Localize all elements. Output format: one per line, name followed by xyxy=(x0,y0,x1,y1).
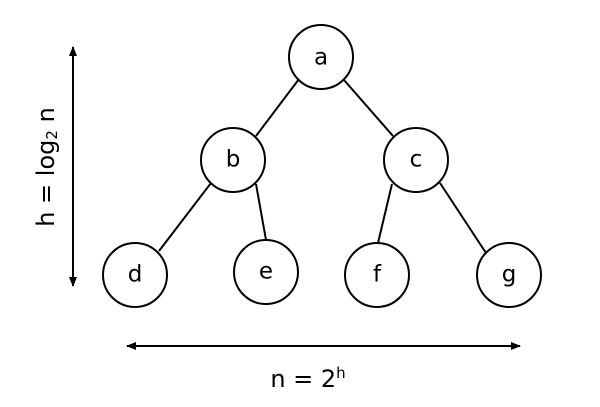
edge-a-c xyxy=(343,79,394,137)
edge-b-d xyxy=(158,182,212,252)
node-label-a: a xyxy=(314,45,328,71)
width-label-prefix: n = 2 xyxy=(270,365,336,393)
node-circle xyxy=(233,239,299,305)
width-label: n = 2h xyxy=(270,364,345,393)
node-label-d: d xyxy=(128,262,143,288)
tree-node-c: c xyxy=(383,127,449,193)
height-label: h = log2 n xyxy=(32,107,61,227)
height-label-prefix: h = log xyxy=(32,140,60,227)
node-label-e: e xyxy=(259,259,273,285)
edge-b-e xyxy=(255,183,267,241)
tree-node-f: f xyxy=(344,242,410,308)
node-circle xyxy=(102,242,168,308)
height-label-subscript: 2 xyxy=(43,130,61,140)
node-circle xyxy=(476,242,542,308)
node-label-b: b xyxy=(226,147,241,173)
edge-c-f xyxy=(377,183,393,244)
tree-edges xyxy=(158,78,487,254)
node-label-g: g xyxy=(502,262,517,288)
height-label-suffix: n xyxy=(32,107,60,130)
node-circle xyxy=(288,24,354,90)
tree-node-e: e xyxy=(233,239,299,305)
node-circle xyxy=(200,127,266,193)
tree-node-b: b xyxy=(200,127,266,193)
tree-node-d: d xyxy=(102,242,168,308)
edge-c-g xyxy=(439,182,487,254)
width-label-superscript: h xyxy=(336,364,346,382)
node-circle xyxy=(383,127,449,193)
tree-node-a: a xyxy=(288,24,354,90)
node-circle xyxy=(344,242,410,308)
node-label-c: c xyxy=(410,147,423,173)
edge-a-b xyxy=(255,78,300,137)
tree-node-g: g xyxy=(476,242,542,308)
node-label-f: f xyxy=(373,262,382,288)
